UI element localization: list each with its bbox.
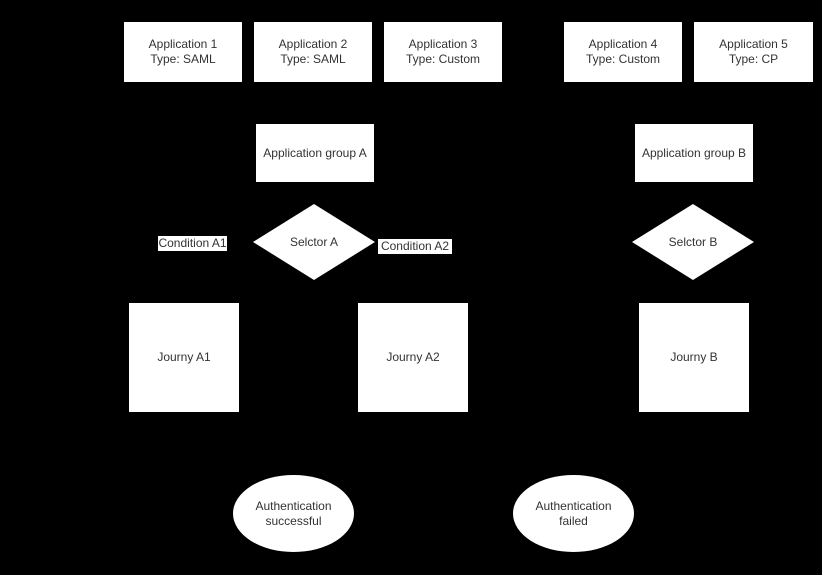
journey-b-node: Journy B bbox=[639, 303, 749, 412]
app-node-4: Application 4 Type: Custom bbox=[564, 22, 682, 82]
journey-a2-node: Journy A2 bbox=[358, 303, 468, 412]
app-node-4-type: Type: Custom bbox=[585, 52, 661, 66]
condition-a1-label: Condition A1 bbox=[158, 236, 227, 251]
application-group-b-label: Application group B bbox=[641, 145, 747, 160]
application-group-a-node: Application group A bbox=[256, 124, 374, 182]
outcome-success-ellipse: Authentication successful bbox=[233, 475, 354, 552]
outcome-failed-ellipse: Authentication failed bbox=[513, 475, 634, 552]
application-group-b-node: Application group B bbox=[635, 124, 753, 182]
app-node-5-type: Type: CP bbox=[728, 52, 779, 66]
app-node-2: Application 2 Type: SAML bbox=[254, 22, 372, 82]
journey-b-label: Journy B bbox=[670, 350, 718, 364]
app-node-3-type: Type: Custom bbox=[405, 52, 481, 66]
selector-b-label: Selctor B bbox=[668, 235, 718, 249]
outcome-failed-label: Authentication failed bbox=[535, 498, 612, 528]
app-node-1: Application 1 Type: SAML bbox=[124, 22, 242, 82]
app-node-1-type: Type: SAML bbox=[150, 52, 216, 66]
outcome-success-label: Authentication successful bbox=[255, 498, 332, 528]
app-node-5-name: Application 5 bbox=[719, 37, 788, 51]
selector-b-diamond: Selctor B bbox=[632, 204, 754, 280]
app-node-2-name: Application 2 bbox=[278, 37, 348, 51]
application-group-a-label: Application group A bbox=[263, 145, 367, 160]
app-node-5: Application 5 Type: CP bbox=[694, 22, 813, 82]
journey-a1-node: Journy A1 bbox=[129, 303, 239, 412]
selector-a-label: Selctor A bbox=[289, 235, 339, 249]
journey-a2-label: Journy A2 bbox=[386, 350, 440, 364]
app-node-2-type: Type: SAML bbox=[280, 52, 346, 66]
journey-a1-label: Journy A1 bbox=[157, 350, 211, 364]
app-node-3-name: Application 3 bbox=[408, 37, 478, 51]
app-node-4-name: Application 4 bbox=[588, 37, 658, 51]
app-node-1-name: Application 1 bbox=[148, 37, 218, 51]
selector-a-diamond: Selctor A bbox=[253, 204, 375, 280]
condition-a2-label: Condition A2 bbox=[378, 239, 452, 254]
app-node-3: Application 3 Type: Custom bbox=[384, 22, 502, 82]
